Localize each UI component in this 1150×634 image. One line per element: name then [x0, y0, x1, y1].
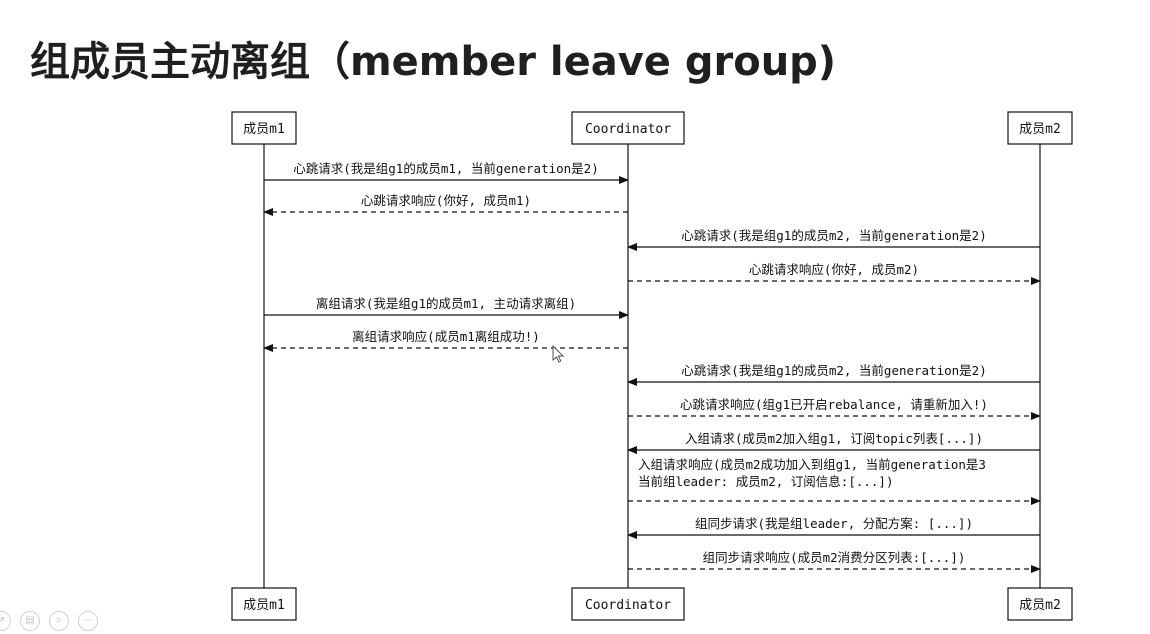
participant-label-top-1: Coordinator: [585, 122, 671, 137]
message-label-1: 心跳请求(我是组g1的成员m1, 当前generation是2): [293, 161, 599, 176]
mouse-cursor-icon: [552, 344, 565, 363]
message-label-4: 心跳请求响应(你好, 成员m2): [749, 262, 919, 277]
message-label-12: 组同步请求响应(成员m2消费分区列表:[...]): [703, 550, 966, 565]
page-title: 组成员主动离组（member leave group): [30, 39, 837, 85]
pages-icon[interactable]: ▤: [20, 611, 40, 631]
participant-box-top-1: [571, 111, 685, 145]
participant-box-top-0: [231, 111, 297, 145]
participant-label-top-2: 成员m2: [1019, 122, 1061, 137]
message-label-8: 心跳请求响应(组g1已开启rebalance, 请重新加入!): [680, 397, 988, 412]
message-label-10-line-2: 当前组leader: 成员m2, 订阅信息:[...]): [638, 474, 894, 489]
message-label-6: 离组请求响应(成员m1离组成功!): [352, 329, 540, 344]
message-label-11: 组同步请求(我是组leader, 分配方案: [...]): [695, 516, 973, 531]
participant-box-bottom-1: [571, 587, 685, 621]
participant-label-top-0: 成员m1: [243, 122, 285, 137]
participant-label-bottom-2: 成员m2: [1019, 598, 1061, 613]
more-icon[interactable]: ⋯: [78, 611, 98, 631]
message-label-10-line-1: 入组请求响应(成员m2成功加入到组g1, 当前generation是3: [638, 457, 986, 472]
participant-label-bottom-0: 成员m1: [243, 598, 285, 613]
message-label-3: 心跳请求(我是组g1的成员m2, 当前generation是2): [681, 228, 987, 243]
participant-box-bottom-0: [231, 587, 297, 621]
message-label-5: 离组请求(我是组g1的成员m1, 主动请求离组): [316, 296, 576, 311]
message-label-2: 心跳请求响应(你好, 成员m1): [361, 193, 531, 208]
participant-box-bottom-2: [1007, 587, 1073, 621]
message-label-9: 入组请求(成员m2加入组g1, 订阅topic列表[...]): [685, 431, 983, 446]
message-label-7: 心跳请求(我是组g1的成员m2, 当前generation是2): [681, 363, 987, 378]
zoom-icon[interactable]: ⌕: [49, 611, 69, 631]
participant-box-top-2: [1007, 111, 1073, 145]
participant-label-bottom-1: Coordinator: [585, 598, 671, 613]
